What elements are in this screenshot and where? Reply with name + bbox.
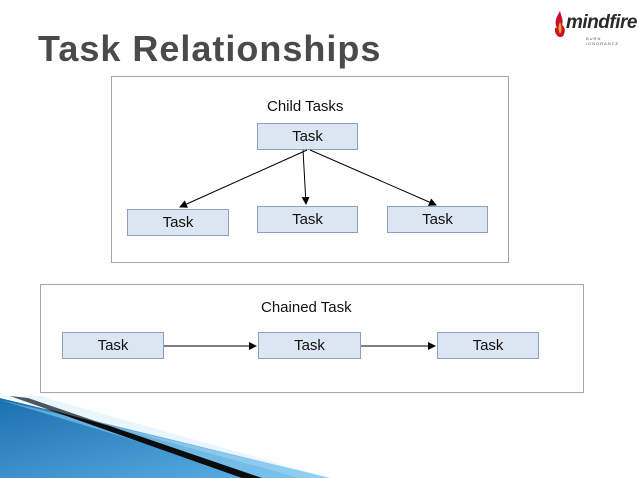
logo-tagline: BURN IGNORANCE (586, 36, 620, 46)
flame-icon (554, 11, 565, 37)
chain-task-box-1: Task (62, 332, 164, 359)
arrow-parent-to-child-3 (309, 149, 437, 206)
arrow-parent-to-child-1 (179, 149, 308, 208)
logo-wordmark: mindfire (566, 12, 637, 33)
chained-task-caption: Chained Task (261, 299, 352, 316)
chain-task-box-2: Task (258, 332, 361, 359)
child-task-box-3: Task (387, 206, 488, 233)
child-tasks-caption: Child Tasks (267, 98, 344, 115)
mindfire-logo: mindfire BURN IGNORANCE (552, 8, 637, 48)
arrow-parent-to-child-2 (301, 149, 310, 205)
slide-title: Task Relationships (38, 28, 382, 69)
chain-task-box-3: Task (437, 332, 539, 359)
child-task-box-1: Task (127, 209, 229, 236)
child-task-box-2: Task (257, 206, 358, 233)
parent-task-box: Task (257, 123, 358, 150)
